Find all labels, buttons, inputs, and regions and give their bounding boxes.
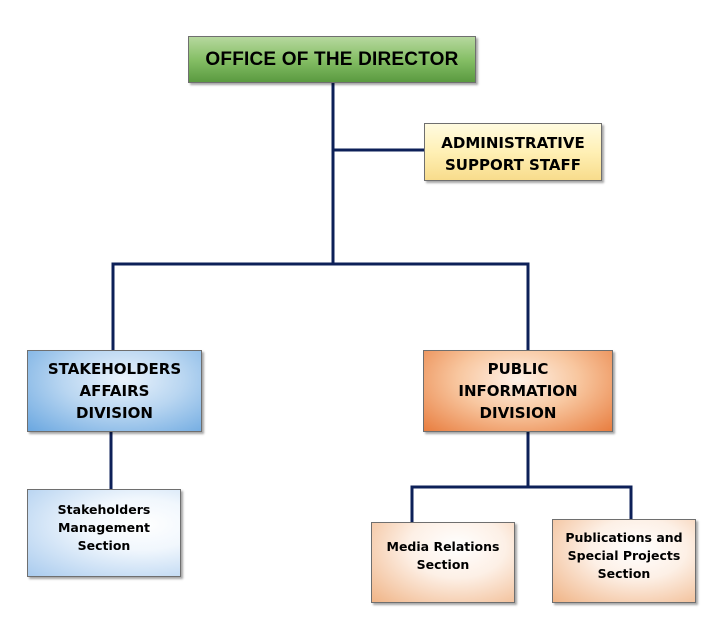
publications-section-line-1: Publications and <box>565 530 683 545</box>
administrative-support-staff-box: ADMINISTRATIVE SUPPORT STAFF <box>424 123 602 181</box>
public-information-division-line-1: PUBLIC <box>487 360 549 378</box>
public-information-division-line-2: INFORMATION <box>458 382 578 400</box>
media-relations-section-line-1: Media Relations <box>386 538 500 554</box>
media-relations-section-line-2: Section <box>416 556 470 572</box>
administrative-support-staff-line-1: ADMINISTRATIVE <box>441 134 585 152</box>
publications-section-line-3: Section <box>597 566 651 581</box>
administrative-support-staff-line-2: SUPPORT STAFF <box>444 156 582 174</box>
stakeholders-management-section-line-3: Section <box>77 538 131 553</box>
stakeholders-affairs-division-line-2: AFFAIRS <box>79 382 150 400</box>
public-information-division-line-3: DIVISION <box>479 404 557 422</box>
office-of-the-director-box: OFFICE OF THE DIRECTOR <box>188 36 476 83</box>
stakeholders-affairs-division-line-3: DIVISION <box>76 404 153 422</box>
stakeholders-management-section-line-2: Management <box>57 520 150 535</box>
stakeholders-management-section-line-1: Stakeholders <box>57 502 151 517</box>
publications-section-line-2: Special Projects <box>567 548 681 563</box>
stakeholders-management-section-box: Stakeholders Management Section <box>27 489 181 577</box>
office-of-the-director-label: OFFICE OF THE DIRECTOR <box>205 48 459 70</box>
media-relations-section-box: Media Relations Section <box>371 522 515 603</box>
publications-special-projects-section-box: Publications and Special Projects Sectio… <box>552 519 696 603</box>
stakeholders-affairs-division-line-1: STAKEHOLDERS <box>47 360 182 378</box>
public-information-division-box: PUBLIC INFORMATION DIVISION <box>423 350 613 432</box>
stakeholders-affairs-division-box: STAKEHOLDERS AFFAIRS DIVISION <box>27 350 202 432</box>
